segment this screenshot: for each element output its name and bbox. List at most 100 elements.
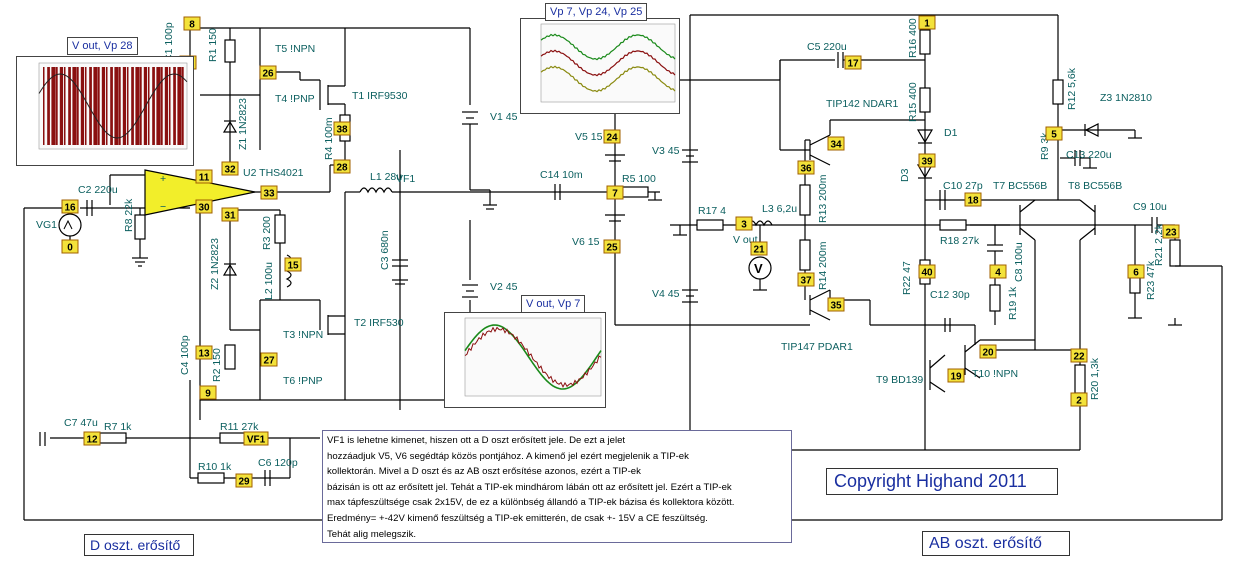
node-marker: 28	[333, 159, 351, 174]
node-marker: 7	[606, 185, 624, 200]
node-marker: 9	[199, 385, 217, 400]
svg-text:16: 16	[64, 203, 76, 214]
node-marker: 31	[221, 207, 239, 222]
component-label-r14: R14 200m	[817, 241, 829, 290]
node-marker: 13	[195, 345, 213, 360]
section-label-d-class: D oszt. erősítő	[84, 534, 194, 556]
component-label-r4: R4 100m	[323, 117, 335, 160]
component-label-t5: T5 !NPN	[275, 43, 315, 55]
svg-text:28: 28	[336, 163, 348, 174]
svg-text:20: 20	[982, 348, 994, 359]
svg-text:8: 8	[189, 20, 195, 31]
node-marker: 23	[1162, 224, 1180, 239]
node-marker: 15	[284, 257, 302, 272]
component-label-r8: R8 22k	[123, 198, 135, 232]
component-label-v3: V3 45	[652, 145, 680, 157]
component-label-t10: T10 !NPN	[972, 368, 1018, 380]
node-marker: 11	[195, 169, 213, 184]
svg-text:33: 33	[263, 189, 275, 200]
svg-text:5: 5	[1051, 130, 1057, 141]
component-label-c6: C6 120p	[258, 457, 298, 469]
svg-text:39: 39	[921, 157, 933, 168]
node-marker: 20	[979, 344, 997, 359]
explanation-note: VF1 is lehetne kimenet, hiszen ott a D o…	[322, 430, 792, 543]
node-marker: 37	[797, 272, 815, 287]
svg-text:7: 7	[612, 189, 618, 200]
node-marker: 35	[827, 297, 845, 312]
component-label-c8: C8 100u	[1013, 242, 1025, 282]
svg-text:2: 2	[1076, 396, 1082, 407]
component-label-t6: T6 !PNP	[283, 375, 323, 387]
node-marker: 19	[947, 368, 965, 383]
graph-vp7-vp24-vp25: Vp 7, Vp 24, Vp 25	[520, 3, 680, 114]
component-label-c2: C2 220u	[78, 184, 118, 196]
component-label-c10: C10 27p	[943, 180, 983, 192]
component-label-l3: L3 6,2u	[762, 203, 797, 215]
svg-text:−: −	[160, 201, 166, 213]
component-label-r1: R1 150	[207, 28, 219, 62]
note-line: bázisán is ott az erősített jel. Tehát a…	[327, 481, 732, 493]
component-label-tip147: TIP147 PDAR1	[781, 341, 853, 353]
component-label-v1: V1 45	[490, 111, 518, 123]
component-label-tip142: TIP142 NDAR1	[826, 98, 899, 110]
node-marker: 24	[603, 129, 621, 144]
graph-title: V out, Vp 28	[67, 37, 138, 55]
component-label-d3: D3	[899, 168, 911, 182]
svg-text:9: 9	[205, 389, 211, 400]
svg-text:6: 6	[1133, 268, 1139, 279]
svg-text:V: V	[754, 261, 763, 276]
component-label-vf1: VF1	[396, 173, 415, 185]
node-marker: 40	[918, 264, 936, 279]
component-label-vg1: VG1	[36, 219, 57, 231]
component-label-v6: V6 15	[572, 236, 600, 248]
graph-title: V out, Vp 7	[521, 295, 586, 313]
node-marker: 6	[1127, 264, 1145, 279]
svg-text:22: 22	[1073, 352, 1085, 363]
svg-text:11: 11	[199, 173, 210, 184]
svg-text:35: 35	[830, 301, 842, 312]
node-marker: 33	[260, 185, 278, 200]
node-marker: 21	[750, 241, 768, 256]
node-marker: 4	[989, 264, 1007, 279]
component-label-c7: C7 47u	[64, 417, 98, 429]
component-label-v5: V5 15	[575, 131, 603, 143]
node-marker: 1	[918, 15, 936, 30]
graph-title: Vp 7, Vp 24, Vp 25	[545, 3, 648, 21]
graph-plot	[540, 23, 676, 103]
component-label-r22: R22 47	[901, 261, 913, 295]
svg-text:37: 37	[800, 276, 812, 287]
copyright-label: Copyright Highand 2011	[826, 468, 1058, 495]
component-label-t7: T7 BC556B	[993, 180, 1047, 192]
component-label-c5: C5 220u	[807, 41, 847, 53]
svg-text:13: 13	[198, 349, 210, 360]
component-label-l2: L2 100u	[263, 262, 275, 300]
node-marker: 38	[333, 121, 351, 136]
node-marker: VF1	[243, 431, 269, 446]
note-line: kollektorán. Mivel a D oszt és az AB osz…	[327, 466, 641, 478]
note-line: Eredmény= +-42V kimenő feszültség a TIP-…	[327, 512, 708, 524]
component-label-r12: R12 5,6k	[1066, 67, 1078, 110]
note-line: VF1 is lehetne kimenet, hiszen ott a D o…	[327, 435, 626, 446]
svg-text:40: 40	[921, 268, 933, 279]
component-label-r10: R10 1k	[198, 461, 232, 473]
svg-text:26: 26	[262, 69, 274, 80]
note-line: Tehát alig melegszik.	[327, 528, 417, 540]
component-label-t9: T9 BD139	[876, 374, 923, 386]
component-label-r21: R21 2,2k	[1153, 223, 1165, 266]
component-label-r11: R11 27k	[220, 421, 259, 433]
svg-text:31: 31	[224, 211, 236, 222]
graph-vout-vp28: V out, Vp 28	[16, 37, 194, 166]
component-label-r3: R3 200	[261, 216, 273, 250]
node-marker: 18	[964, 192, 982, 207]
svg-text:29: 29	[238, 477, 250, 488]
svg-text:0: 0	[67, 243, 73, 254]
component-label-c12: C12 30p	[930, 289, 970, 301]
graph-plot	[38, 62, 188, 150]
svg-text:30: 30	[198, 203, 210, 214]
svg-text:+: +	[160, 173, 166, 185]
node-marker: 17	[844, 55, 862, 70]
svg-text:19: 19	[950, 372, 962, 383]
svg-text:23: 23	[1165, 228, 1177, 239]
